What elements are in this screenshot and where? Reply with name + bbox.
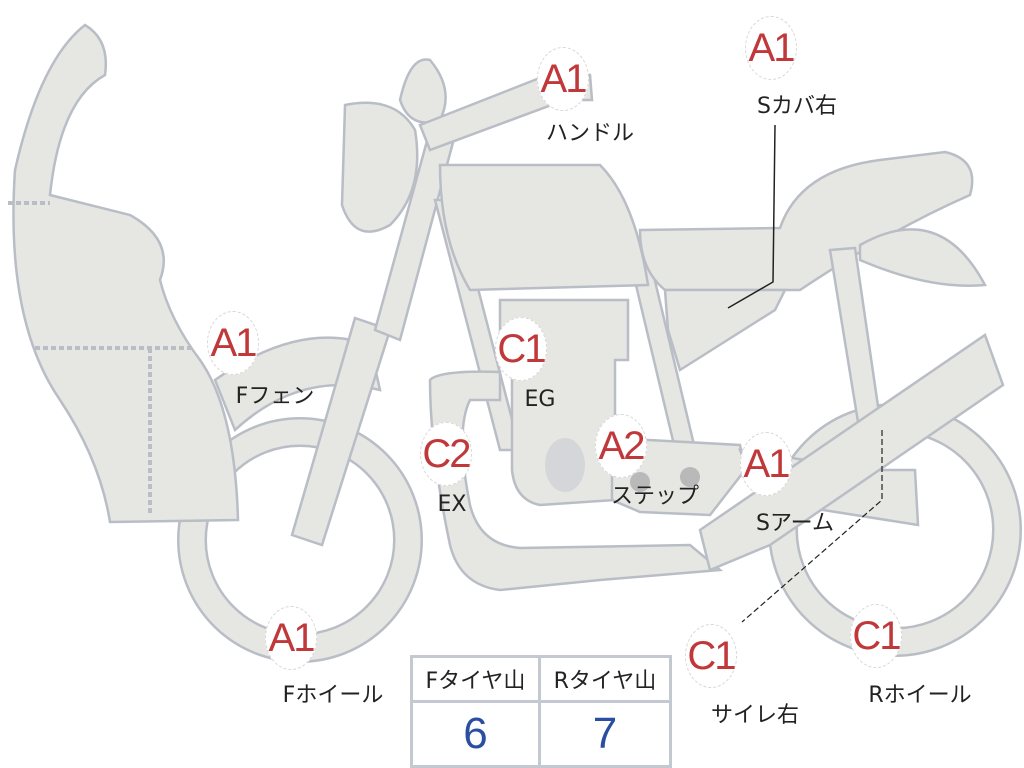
label-exhaust: EX (437, 492, 467, 517)
grade-badge-exhaust: C2 (420, 422, 472, 486)
fuel-tank-shape (438, 163, 650, 292)
label-front-wheel: Fホイール (282, 683, 384, 708)
silencer-leader-line (741, 430, 883, 623)
step-peg (680, 467, 700, 487)
grade-badge-swing-arm: A1 (740, 432, 792, 496)
tire-tread-table: Fタイヤ山 Rタイヤ山 6 7 (410, 655, 673, 768)
rear-tire-header: Rタイヤ山 (537, 655, 673, 703)
label-silencer: サイレ右 (710, 703, 800, 728)
side-cover-leader-line (727, 124, 776, 309)
grade-badge-silencer: C1 (685, 624, 737, 688)
front-tire-header: Fタイヤ山 (410, 655, 541, 703)
label-front-fender: Fフェン (235, 384, 315, 409)
engine-cover (545, 438, 585, 492)
grade-badge-front-wheel: A1 (265, 606, 317, 670)
grade-badge-side-cover: A1 (745, 16, 797, 80)
side-cover-shape (663, 288, 788, 372)
tail-shape (858, 228, 987, 287)
exhaust-pipe-shape (428, 370, 724, 592)
silencer-shape (698, 333, 1005, 572)
label-side-cover: Sカバ右 (757, 94, 837, 119)
label-handle: ハンドル (545, 121, 635, 146)
label-swing-arm: Sアーム (756, 511, 834, 536)
step-peg (630, 472, 650, 492)
cowl-shape (12, 23, 240, 524)
grade-badge-engine: C1 (495, 317, 547, 381)
cowl-dotted-line (8, 201, 195, 515)
rear-shock-shape (828, 246, 882, 424)
mirror-shape (398, 58, 447, 124)
front-tire-value: 6 (410, 700, 541, 768)
grade-badge-handle: A1 (537, 47, 589, 111)
headlight-shape (340, 101, 419, 233)
label-engine: EG (524, 387, 556, 412)
label-rear-wheel: Rホイール (868, 683, 972, 708)
grade-badge-rear-wheel: C1 (850, 604, 902, 668)
grade-badge-step: A2 (595, 414, 647, 478)
label-step: ステップ (610, 484, 700, 509)
grade-badge-front-fender: A1 (207, 311, 259, 375)
seat-shape (638, 150, 974, 292)
rear-tire-value: 7 (537, 700, 673, 768)
